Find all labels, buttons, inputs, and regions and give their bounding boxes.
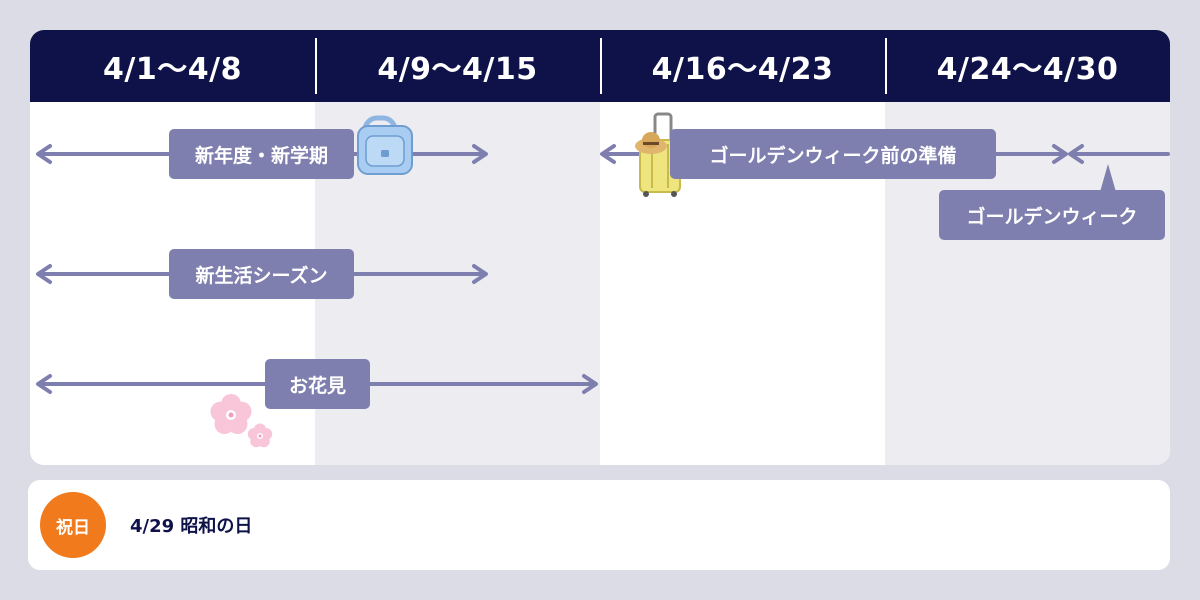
week-header-1: 4/1〜4/8 <box>103 52 242 87</box>
week-header-2: 4/9〜4/15 <box>315 30 600 102</box>
event-label-hanami: お花見 <box>265 359 370 409</box>
week-header-3: 4/16〜4/23 <box>600 30 885 102</box>
holiday-badge: 祝日 <box>40 492 106 558</box>
gw-arrow <box>1068 144 1170 164</box>
gw-label-pointer <box>1100 164 1116 192</box>
holiday-item: 4/29 昭和の日 <box>130 516 253 537</box>
holiday-panel: 祝日 4/29 昭和の日 <box>28 480 1170 570</box>
event-label-gw: ゴールデンウィーク <box>939 190 1165 240</box>
week-header-4: 4/24〜4/30 <box>885 30 1170 102</box>
event-label-gw-prep: ゴールデンウィーク前の準備 <box>670 129 996 179</box>
cherry-blossom-icon <box>210 394 273 448</box>
school-backpack-icon <box>357 115 413 175</box>
event-label-new-year: 新年度・新学期 <box>169 129 354 179</box>
week-header: 4/1〜4/8 4/9〜4/15 4/16〜4/23 4/24〜4/30 <box>30 30 1170 102</box>
event-label-new-life: 新生活シーズン <box>169 249 354 299</box>
